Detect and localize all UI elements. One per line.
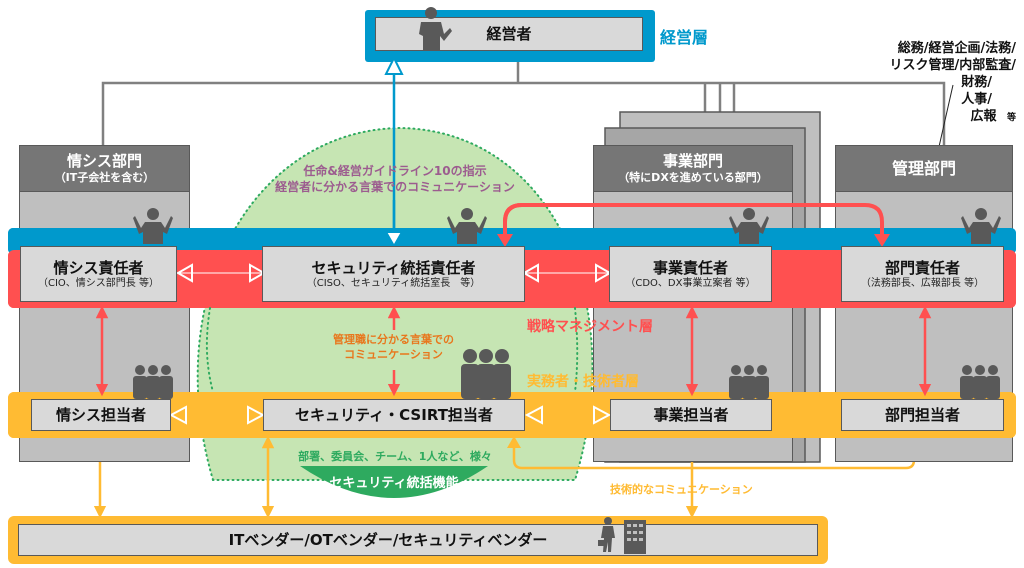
executive-arrowhead	[384, 55, 404, 75]
guideline-line: 任命&経営ガイドライン10の指示	[303, 164, 487, 178]
role-dept-staff[interactable]: 部門担当者	[841, 399, 1004, 431]
role-detail: （CIO、情シス部門長 等）	[38, 277, 159, 289]
manager-comm-line: コミュニケーション	[344, 348, 443, 361]
manager-figure-icon	[447, 208, 487, 244]
manager-figure-icon	[133, 208, 173, 244]
role-detail: （CDO、DX事業立案者 等）	[625, 277, 756, 289]
role-ciso[interactable]: セキュリティ統括責任者 （CISO、セキュリティ統括室長 等）	[262, 246, 525, 302]
role-it-head[interactable]: 情シス責任者 （CIO、情シス部門長 等）	[20, 246, 177, 302]
guideline-text: 任命&経営ガイドライン10の指示 経営者に分かる言葉でのコミュニケーション	[265, 163, 525, 195]
executive-label: 経営者	[486, 25, 532, 43]
role-title: 部門担当者	[884, 406, 960, 424]
role-title: 情シス担当者	[55, 406, 146, 424]
role-detail: （CISO、セキュリティ統括室長 等）	[306, 277, 481, 289]
manager-comm-text: 管理職に分かる言葉での コミュニケーション	[306, 332, 481, 362]
presenter-figure-icon	[419, 7, 452, 50]
it-dept-subtitle: （IT子会社を含む）	[54, 171, 155, 184]
manager-figure-icon	[729, 208, 769, 244]
admin-note-line: 財務/	[961, 75, 992, 90]
vendor-building-icon	[598, 517, 646, 554]
executive-layer-label: 経営層	[660, 28, 709, 47]
role-title: セキュリティ統括責任者	[311, 258, 476, 277]
role-detail: （法務部長、広報部長 等）	[860, 277, 985, 289]
it-dept-title: 情シス部門	[66, 152, 142, 170]
admin-note-line: 人事/	[961, 92, 992, 107]
role-title: 事業責任者	[652, 258, 728, 277]
role-title: セキュリティ・CSIRT担当者	[295, 406, 493, 424]
staff-group-icon	[461, 349, 511, 399]
vendors-box[interactable]: ITベンダー/OTベンダー/セキュリティベンダー	[18, 524, 818, 556]
role-business-head[interactable]: 事業責任者 （CDO、DX事業立案者 等）	[609, 246, 772, 302]
security-function-forms: 部署、委員会、チーム、1人など、様々	[298, 450, 492, 463]
security-function-label-bg	[300, 466, 488, 498]
technical-comm-label: 技術的なコミュニケーション	[610, 483, 753, 496]
business-dept-subtitle: （特にDXを進めている部門）	[618, 171, 768, 184]
manager-comm-line: 管理職に分かる言葉での	[333, 333, 454, 346]
role-title: 情シス責任者	[53, 258, 144, 277]
role-dept-head[interactable]: 部門責任者 （法務部長、広報部長 等）	[841, 246, 1004, 302]
manager-figure-icon	[961, 208, 1001, 244]
admin-note-suffix: 等	[1006, 113, 1016, 123]
staff-group-icon	[960, 365, 1000, 399]
strategy-layer-label: 戦略マネジメント層	[527, 319, 653, 335]
admin-functions-note: 総務/経営企画/法務/ リスク管理/内部監査/ 財務/ 人事/ 広報 等	[836, 40, 1017, 127]
role-business-staff[interactable]: 事業担当者	[610, 399, 772, 431]
admin-note-line: 総務/経営企画/法務/	[897, 41, 1016, 56]
business-dept-title: 事業部門	[662, 152, 723, 170]
practitioner-layer-label: 実務者・技術者層	[527, 374, 639, 390]
admin-note-line: 広報	[970, 109, 997, 124]
admin-note-line: リスク管理/内部監査/	[889, 58, 1017, 73]
vendors-label: ITベンダー/OTベンダー/セキュリティベンダー	[228, 531, 548, 549]
guideline-line: 経営者に分かる言葉でのコミュニケーション	[275, 180, 515, 194]
admin-dept-title: 管理部門	[891, 159, 956, 178]
role-csirt-staff[interactable]: セキュリティ・CSIRT担当者	[263, 399, 525, 431]
role-title: 部門責任者	[884, 258, 960, 277]
role-it-staff[interactable]: 情シス担当者	[31, 399, 171, 431]
staff-group-icon	[133, 365, 173, 399]
executive-box[interactable]: 経営者	[375, 17, 643, 51]
staff-group-icon	[729, 365, 769, 399]
role-title: 事業担当者	[653, 406, 729, 424]
security-function-name: セキュリティ統括機能	[329, 476, 459, 491]
